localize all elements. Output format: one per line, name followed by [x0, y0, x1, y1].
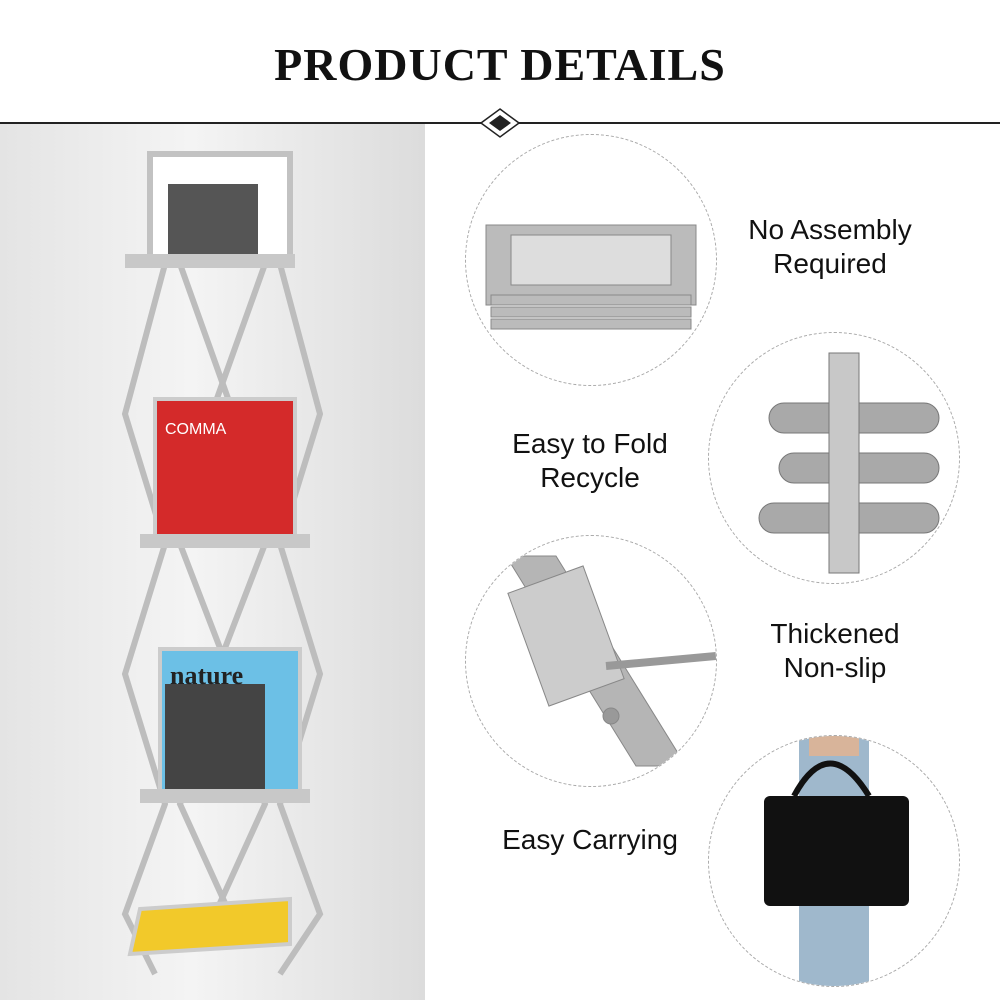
feature-label: Easy Carrying	[502, 824, 678, 855]
page-title: PRODUCT DETAILS	[274, 39, 726, 90]
magazine-title: COMMA	[165, 421, 227, 438]
product-photo: COMMA nature	[0, 124, 425, 1000]
feature-image-easy-fold	[708, 332, 960, 584]
diamond-ornament-icon	[480, 108, 520, 138]
feature-image-thickened	[465, 535, 717, 787]
feature-image-carrying	[708, 735, 960, 987]
feature-image-no-assembly	[465, 134, 717, 386]
magazine-title: nature	[170, 661, 243, 690]
